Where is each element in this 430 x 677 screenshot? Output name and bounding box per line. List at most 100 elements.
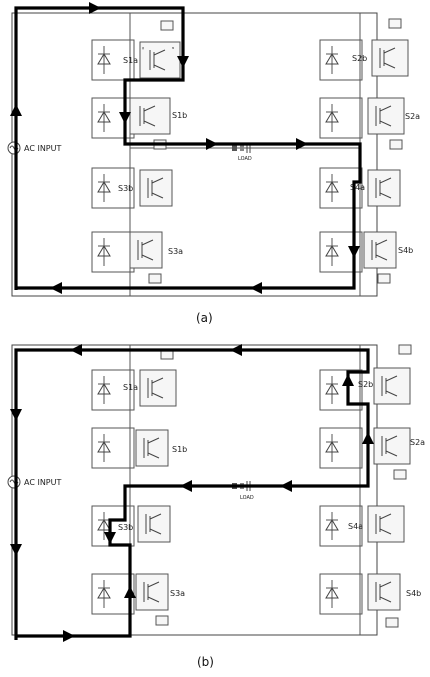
- igbt-block: [139, 369, 177, 407]
- diode-icon: [325, 245, 339, 257]
- cell-s2b-b: S2b: [319, 344, 412, 411]
- transistor-icon: [371, 239, 388, 261]
- igbt-block: [135, 429, 169, 467]
- ac-input-label: AC INPUT: [24, 144, 61, 153]
- diode-icon: [325, 587, 339, 599]
- svg-text:m: m: [172, 46, 174, 50]
- switch-label: S1b: [172, 445, 187, 454]
- gate-tag: [155, 615, 169, 626]
- switch-label: S1b: [172, 111, 187, 120]
- diode-icon: [325, 53, 339, 65]
- cell-s3a-b: S3a: [91, 573, 185, 626]
- caption-a: (a): [196, 311, 213, 325]
- igbt-block: [367, 573, 401, 611]
- igbt-block: [371, 39, 409, 77]
- transistor-icon: [139, 105, 156, 127]
- igbt-block: [363, 231, 397, 269]
- gate-tag: [398, 344, 412, 355]
- transistor-icon: [375, 105, 392, 127]
- switch-label: S2b: [358, 380, 373, 389]
- frame-a: [11, 12, 378, 297]
- igbt-block: [135, 573, 169, 611]
- transistor-icon: [375, 581, 392, 603]
- igbt-block: [139, 169, 173, 207]
- diode-icon: [97, 245, 111, 257]
- transistor-icon: [143, 581, 160, 603]
- switch-label: S4b: [398, 246, 413, 255]
- cell-s3a: S3a: [91, 231, 183, 284]
- switch-label: S3a: [168, 247, 183, 256]
- cell-s2b: S2b: [319, 18, 409, 81]
- frame-b: [11, 344, 378, 636]
- switch-label: S1a: [123, 56, 138, 65]
- switch-label: S4b: [406, 589, 421, 598]
- switch-label: S4a: [348, 522, 363, 531]
- igbt-block: [129, 97, 171, 135]
- cell-s4b-b: S4b: [319, 573, 421, 628]
- diode-icon: [325, 111, 339, 123]
- gate-tag: [160, 20, 174, 31]
- diode-icon: [97, 519, 111, 531]
- diode-icon: [97, 587, 111, 599]
- current-path-a: [14, 6, 362, 290]
- igbt-block: [137, 505, 171, 543]
- cell-s1b: S1b: [91, 97, 187, 150]
- cell-s3b: S3b: [91, 167, 173, 209]
- load-label-b: LOAD: [240, 495, 254, 501]
- igbt-block: [367, 97, 405, 135]
- diode-icon: [97, 111, 111, 123]
- gate-tag: [388, 18, 402, 29]
- switch-label: S2a: [405, 112, 420, 121]
- circuit-a: AC INPUT LOAD g m S1a: [7, 2, 420, 325]
- transistor-icon: [149, 49, 166, 71]
- cell-s2a-b: S2a: [319, 427, 425, 480]
- diode-icon: [97, 441, 111, 453]
- cell-s1b-b: S1b: [91, 427, 187, 469]
- cell-s4b: S4b: [319, 231, 413, 284]
- ac-input-label: AC INPUT: [24, 478, 61, 487]
- current-path-b: [14, 348, 370, 640]
- cell-s4a: S4a: [319, 167, 401, 209]
- igbt-block: [129, 231, 163, 269]
- cell-s4a-b: S4a: [319, 505, 405, 547]
- switch-label: S4a: [350, 183, 365, 192]
- transistor-icon: [147, 377, 164, 399]
- gate-tag: [377, 273, 391, 284]
- transistor-icon: [145, 513, 162, 535]
- igbt-block: [367, 505, 405, 543]
- transistor-icon: [375, 177, 392, 199]
- cell-s1a-b: S1a: [91, 349, 177, 411]
- switch-label: S3b: [118, 523, 133, 532]
- cell-s3b-b: S3b: [91, 505, 171, 547]
- diode-icon: [325, 519, 339, 531]
- switch-label: S1a: [123, 383, 138, 392]
- transistor-icon: [381, 435, 398, 457]
- switch-label: S2b: [352, 54, 367, 63]
- svg-text:g: g: [142, 46, 144, 50]
- transistor-icon: [137, 239, 154, 261]
- switch-label: S2a: [410, 438, 425, 447]
- diode-icon: [97, 383, 111, 395]
- diode-icon: [325, 441, 339, 453]
- igbt-block: [367, 169, 401, 207]
- switch-label: S3a: [170, 589, 185, 598]
- transistor-icon: [147, 177, 164, 199]
- cell-s1a: g m S1a: [91, 20, 181, 81]
- gate-tag: [389, 139, 403, 150]
- transistor-icon: [143, 437, 160, 459]
- igbt-block: [373, 427, 411, 465]
- transistor-icon: [379, 47, 396, 69]
- gate-tag: [148, 273, 162, 284]
- cell-s2a: S2a: [319, 97, 420, 150]
- gate-tag: [393, 469, 407, 480]
- diode-icon: [325, 383, 339, 395]
- switch-label: S3b: [118, 184, 133, 193]
- gate-tag: [385, 617, 399, 628]
- diode-icon: [97, 53, 111, 65]
- diode-icon: [325, 181, 339, 193]
- load-label-a: LOAD: [238, 156, 252, 162]
- igbt-block: [373, 367, 411, 405]
- transistor-icon: [375, 513, 392, 535]
- caption-b: (b): [197, 655, 214, 669]
